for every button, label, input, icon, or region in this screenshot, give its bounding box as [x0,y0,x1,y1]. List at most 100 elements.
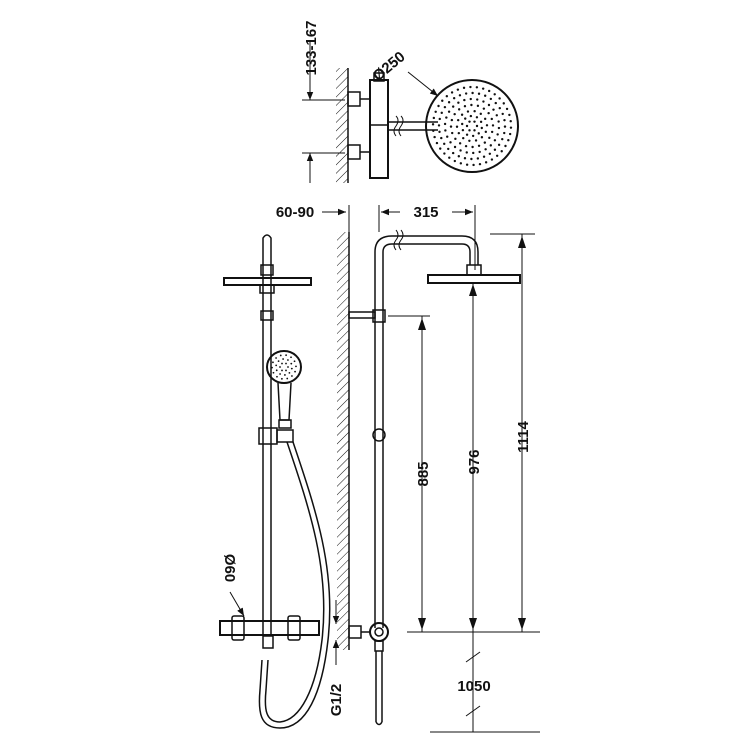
nozzle-dot [290,362,293,365]
nozzle-dot [502,102,505,105]
nozzle-dot [433,135,436,139]
nozzle-dot [287,359,289,361]
mixer-side-view [369,622,389,642]
nozzle-dot [295,365,297,368]
nozzle-dot [492,108,495,111]
nozzle-dot [500,150,503,153]
nozzle-dot [490,117,493,121]
wall-distance-label: 60-90 [276,204,314,221]
nozzle-dot [281,369,283,372]
nozzle-dot [470,157,473,161]
nozzle-dot [279,366,281,368]
nozzle-dot [272,371,275,374]
arm-height-label: 976 [466,449,483,474]
thermostatic-mixer [219,620,320,636]
slide-holder [258,427,278,445]
nozzle-dot [464,92,468,95]
nozzle-dot [495,114,498,117]
nozzle-dot [432,129,435,132]
nozzle-dot [488,152,492,155]
nozzle-dot [491,124,495,127]
nozzle-dot [272,361,274,364]
wall-hatch-side [337,232,349,650]
nozzle-dot [290,356,292,359]
hand-shower-nozzles [271,354,297,380]
nozzle-dot [481,87,485,90]
nozzle-dot [476,104,480,108]
nozzle-dot [494,101,497,105]
nozzle-dot [448,156,451,159]
nozzle-dot [468,139,471,142]
nozzle-dot [472,163,475,167]
nozzle-dot [470,103,473,107]
nozzle-dot [288,371,291,374]
nozzle-dot [469,85,472,89]
nozzle-dot [478,150,481,154]
side-view: 60-90 315 [276,204,540,733]
nozzle-dot [466,110,470,113]
nozzle-dot [443,152,446,155]
nozzle-dot [509,126,513,129]
nozzle-dot [487,111,490,115]
nozzle-dot [438,130,441,134]
nozzle-dot [286,377,289,380]
nozzle-dot [461,128,465,132]
nozzle-dot [487,89,491,93]
nozzle-dot [462,86,466,90]
nozzle-dot [435,141,439,145]
nozzle-dot [475,116,479,119]
nozzle-dot [471,134,475,138]
arm-length-dimension: 315 [378,204,476,270]
nozzle-dot [279,354,282,357]
nozzle-dot [504,144,507,148]
nozzle-dot [503,118,506,122]
nozzle-dot [451,151,455,155]
nozzle-dot [281,377,283,380]
nozzle-dot [457,101,460,104]
nozzle-dot [480,126,483,130]
front-view: 09Ø [219,234,331,729]
nozzle-dot [471,145,474,149]
nozzle-dot [445,95,449,98]
nozzle-dot [496,133,499,136]
nozzle-dot [445,116,448,119]
nozzle-dot [475,86,479,89]
nozzle-dot [271,366,273,369]
nozzle-dot [440,136,443,140]
nozzle-dot [489,144,493,147]
shower-nozzles [431,85,513,167]
nozzle-dot [469,114,473,118]
nozzle-dot [285,369,287,372]
nozzle-dot [471,91,474,95]
nozzle-dot [463,98,466,102]
nozzle-dot [457,108,461,111]
hand-shower [266,350,302,429]
nozzle-dot [455,125,459,128]
nozzle-dot [275,364,278,367]
nozzle-dot [508,132,512,136]
wall-bracket [348,311,376,319]
nozzle-dot [437,104,440,108]
nozzle-dot [293,360,296,363]
nozzle-dot [483,94,487,97]
nozzle-dot [284,374,286,376]
nozzle-dot [501,112,504,116]
nozzle-dot [484,161,488,164]
nozzle-dot [453,112,456,116]
nozzle-dot [464,117,467,120]
nozzle-dot [507,139,510,142]
total-height-label: 1114 [515,420,532,452]
floor-height-dimension: 1050 [430,632,540,733]
arm-length-label: 315 [413,204,438,221]
nozzle-dot [483,141,487,144]
nozzle-dot [472,151,475,155]
arm-height-dimension: 976 [466,283,483,632]
nozzle-dot [477,132,480,135]
nozzle-dot [473,110,476,113]
nozzle-dot [465,124,469,128]
nozzle-dot [290,367,293,370]
wall-hatch-top [336,68,348,183]
nozzle-dot [476,98,479,101]
nozzle-dot [453,145,457,149]
nozzle-dot [477,92,481,95]
